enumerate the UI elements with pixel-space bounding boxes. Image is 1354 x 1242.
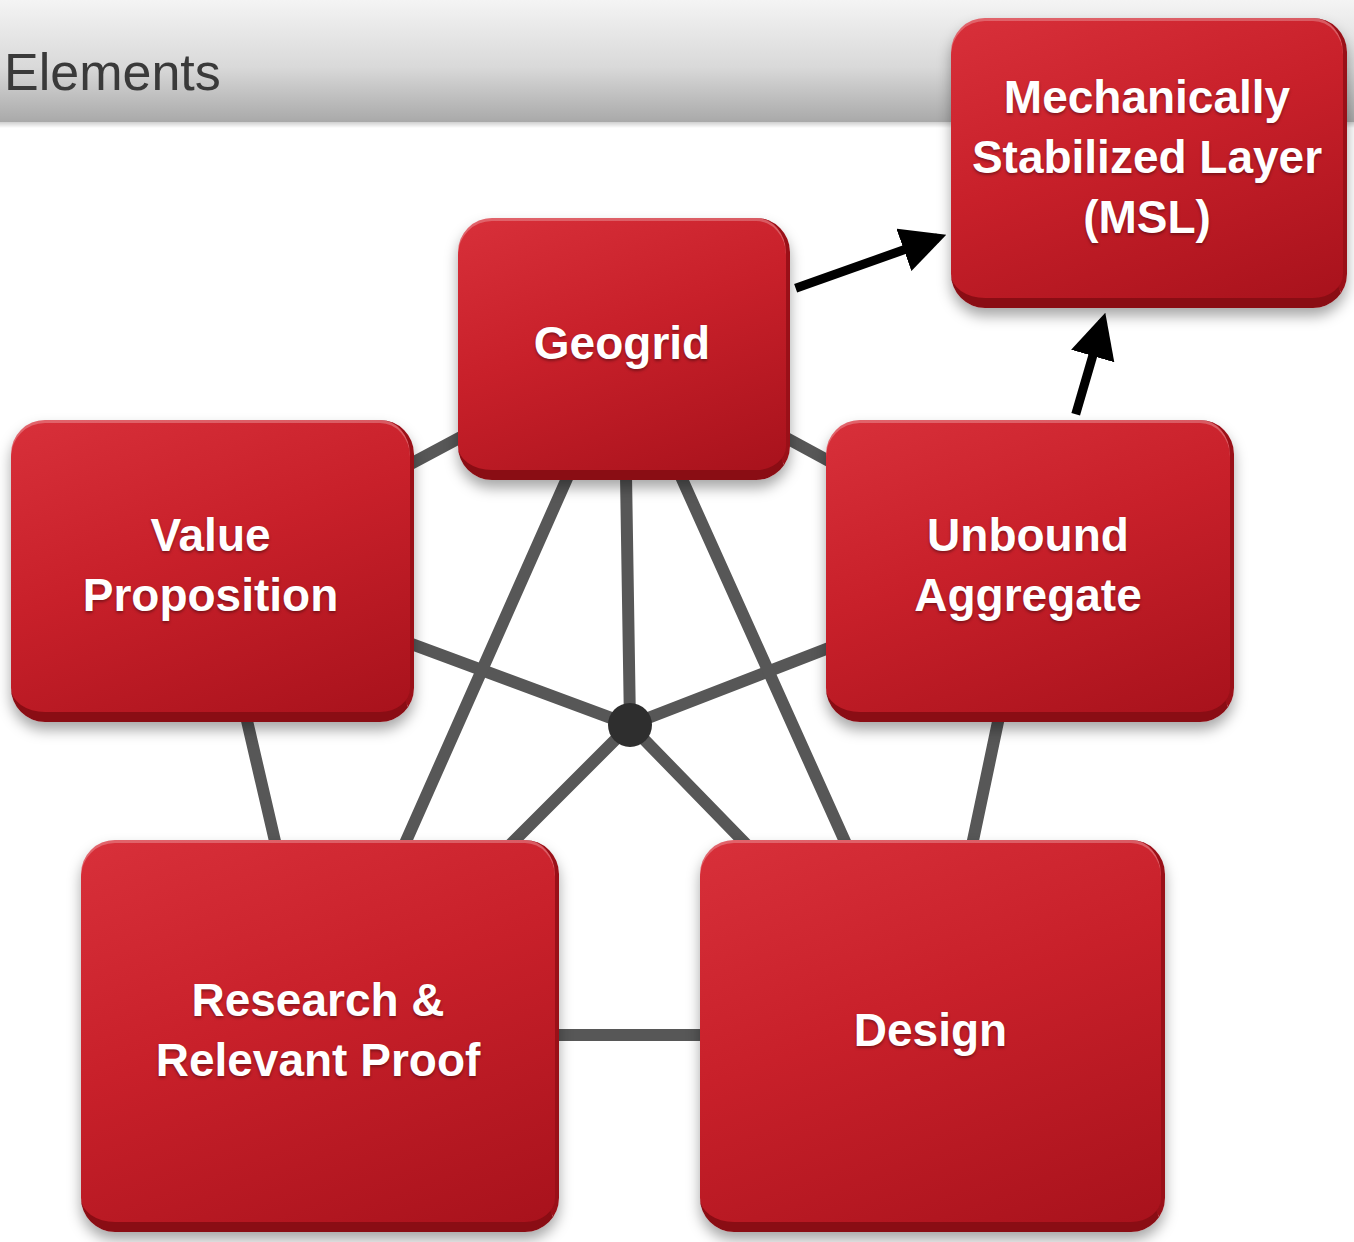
element-label: Value Proposition: [29, 506, 392, 626]
element-box: Value Proposition: [11, 420, 414, 722]
element-box: Unbound Aggregate: [826, 420, 1234, 722]
element-label: Mechanically Stabilized Layer (MSL): [969, 68, 1325, 247]
element-box: Research & Relevant Proof: [81, 840, 559, 1232]
arrow-connector: [1076, 321, 1103, 414]
network-hub: [608, 703, 652, 747]
element-label: Geogrid: [534, 314, 710, 374]
element-box: Mechanically Stabilized Layer (MSL): [951, 18, 1347, 308]
arrow-connector: [796, 238, 938, 288]
element-label: Research & Relevant Proof: [99, 971, 537, 1091]
element-label: Design: [854, 1001, 1007, 1061]
element-box: Design: [700, 840, 1165, 1232]
slide-title: Elements: [4, 42, 221, 102]
element-label: Unbound Aggregate: [844, 506, 1212, 626]
element-box: Geogrid: [458, 218, 790, 480]
